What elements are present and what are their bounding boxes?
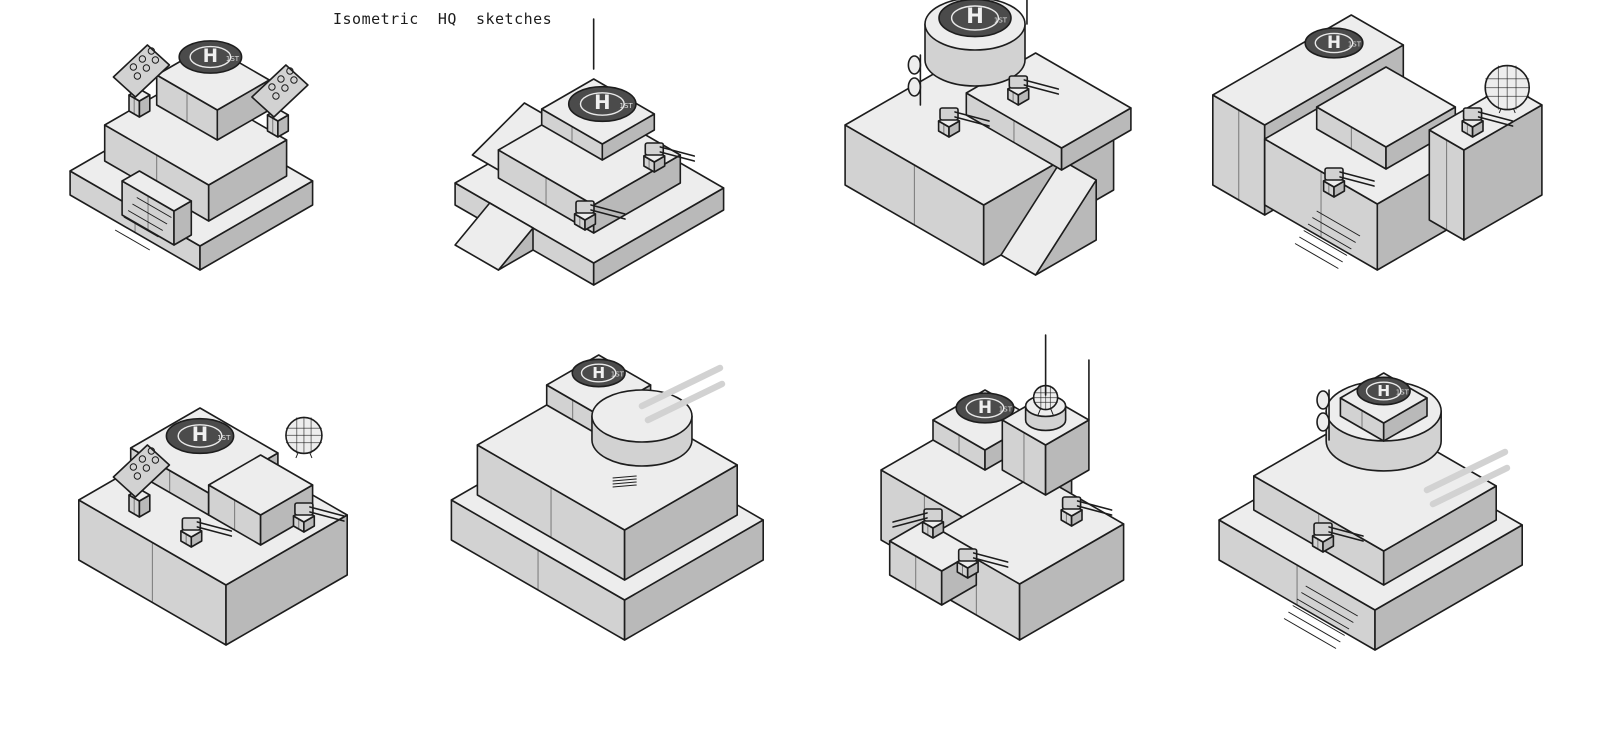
turret-base [1007, 82, 1030, 106]
heavy-cannon-icon [638, 364, 726, 424]
satellite-dish-icon [1316, 389, 1330, 441]
radar-dome-icon [1484, 64, 1531, 114]
helipad-caption: 1ST [1396, 388, 1410, 396]
heavy-cannon-icon [1423, 448, 1511, 508]
helipad-letter: H [1327, 32, 1341, 52]
hq-sketch-6: H 1ST [450, 354, 765, 641]
helipad-letter: H [594, 91, 610, 114]
helipad-icon: H 1ST [165, 417, 235, 455]
turret-icon [1322, 167, 1375, 198]
helipad-caption: 1ST [999, 406, 1013, 414]
turret-icon [643, 142, 696, 173]
page-title: Isometric HQ sketches [333, 10, 553, 28]
turret-base [180, 524, 203, 548]
missile-launcher-icon [251, 64, 309, 138]
cannon-turret [591, 389, 693, 467]
helipad-letter: H [1377, 382, 1390, 400]
helipad-caption: 1ST [1348, 41, 1362, 49]
hq-sketch-4: H 1ST [1212, 14, 1543, 271]
turret-icon [180, 517, 233, 548]
helipad-icon: H 1ST [955, 392, 1015, 424]
helipad-caption: 1ST [620, 102, 634, 110]
front-ramp [454, 202, 534, 271]
helipad-icon: H 1ST [1356, 376, 1411, 406]
turret-icon [1060, 496, 1113, 527]
helipad-caption: 1ST [226, 55, 240, 63]
turret-icon [956, 548, 1009, 579]
turret-icon [292, 502, 345, 533]
helipad-icon: H 1ST [938, 0, 1012, 38]
helipad-icon: H 1ST [178, 40, 243, 74]
entry-stairs [1294, 210, 1361, 269]
turret-icon [892, 508, 945, 539]
helipad-letter: H [978, 397, 992, 417]
missile-launcher-icon [112, 444, 171, 518]
entry-stairs [114, 197, 172, 251]
hq-sketch-2: H 1ST [454, 18, 725, 286]
helipad-letter: H [192, 423, 208, 446]
hq-sketch-8: H 1ST [1218, 372, 1523, 651]
satellite-dish-icon [907, 54, 922, 106]
side-ramp [1000, 159, 1097, 276]
entry-stairs [1283, 585, 1358, 649]
helipad-icon: H 1ST [567, 85, 637, 123]
turret-icon [573, 200, 626, 231]
radar-dome-icon [285, 416, 323, 459]
hq-sketch-7: H 1ST [880, 334, 1125, 641]
helipad-letter: H [966, 4, 984, 28]
helipad-letter: H [592, 364, 605, 382]
hq-sketch-1: H 1ST [69, 40, 314, 271]
helipad-letter: H [203, 46, 218, 67]
turret-icon [1311, 522, 1364, 553]
turret-icon [1461, 107, 1514, 138]
upper-block [1315, 66, 1457, 170]
missile-launcher-icon [112, 44, 171, 118]
helipad-icon: H 1ST [1304, 27, 1364, 59]
vent-icon [612, 475, 637, 488]
launcher-mount [128, 88, 151, 118]
turret-icon [937, 107, 990, 138]
helipad-caption: 1ST [994, 17, 1008, 25]
helipad-caption: 1ST [611, 370, 625, 378]
upper-block [207, 454, 314, 546]
rear-tower [1428, 84, 1543, 241]
hq-sketch-5: H 1ST [78, 407, 349, 646]
helipad-icon: H 1ST [571, 358, 626, 388]
helipad-caption: 1ST [217, 434, 231, 442]
hq-sketch-3: H 1ST [844, 0, 1132, 276]
turret-icon [1007, 75, 1060, 106]
center-tower [1001, 394, 1090, 496]
flag-icon [1026, 0, 1028, 25]
